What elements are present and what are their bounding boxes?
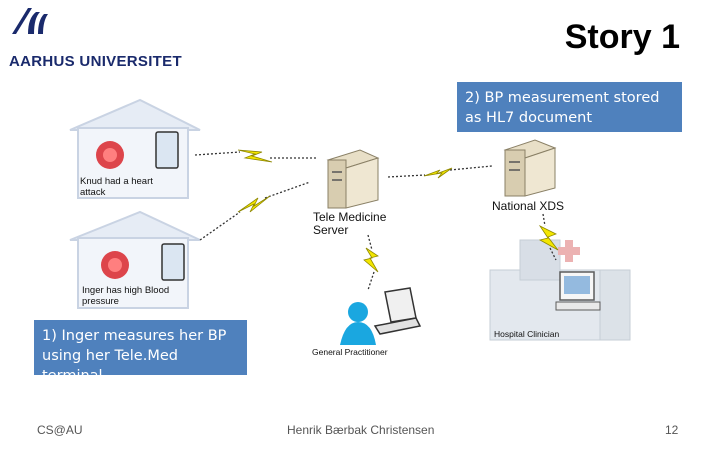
house-top-icon bbox=[69, 98, 201, 199]
house-top-label: Knud had a heart attack bbox=[80, 176, 153, 198]
house-bottom-label: Inger has high Blood pressure bbox=[82, 285, 170, 307]
tele-medicine-server-label: Tele Medicine Server bbox=[313, 210, 387, 237]
connection-lines bbox=[194, 151, 557, 291]
page-number: 12 bbox=[665, 423, 679, 437]
tele-medicine-server-icon bbox=[326, 149, 380, 209]
hospital-clinician-label: Hospital Clinician bbox=[494, 329, 560, 339]
national-xds-server-icon bbox=[503, 139, 557, 197]
house-bottom-icon bbox=[69, 210, 201, 309]
slide-title: Story 1 bbox=[564, 18, 680, 56]
callout-step-2: 2) BP measurement stored as HL7 document bbox=[457, 82, 682, 132]
university-logo-text: AARHUS UNIVERSITET bbox=[9, 53, 182, 70]
callout-step-1: 1) Inger measures her BP using her Tele.… bbox=[34, 320, 247, 384]
lightning-bolts bbox=[237, 149, 559, 273]
national-xds-label: National XDS bbox=[492, 199, 565, 213]
general-practitioner-icon bbox=[340, 287, 422, 345]
general-practitioner-label: General Practitioner bbox=[312, 347, 388, 357]
footer-author: Henrik Bærbak Christensen bbox=[287, 423, 435, 437]
hospital-icon bbox=[489, 239, 631, 341]
footer-left: CS@AU bbox=[37, 423, 83, 437]
aarhus-logo-icon bbox=[12, 8, 48, 34]
